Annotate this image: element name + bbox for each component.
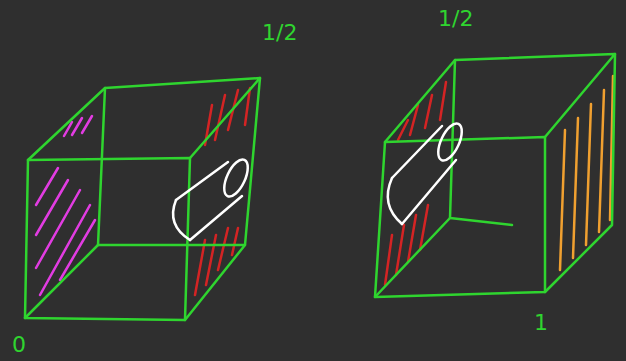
cube-edge bbox=[25, 245, 98, 318]
hatch-line bbox=[385, 235, 392, 285]
hatch-line bbox=[560, 130, 565, 270]
hatch-line bbox=[36, 180, 68, 235]
hatch-line bbox=[215, 95, 225, 140]
tube-connector bbox=[173, 120, 467, 240]
hatch-line bbox=[40, 205, 90, 295]
axis-label: 1/2 bbox=[438, 8, 473, 30]
tube-side bbox=[392, 126, 442, 178]
tube-end bbox=[219, 156, 252, 200]
cube-edge bbox=[28, 78, 260, 160]
hatch-line bbox=[573, 118, 578, 258]
cube-edge bbox=[375, 218, 450, 297]
tube-side bbox=[176, 162, 228, 200]
hatch-line bbox=[72, 118, 82, 135]
hatch-line bbox=[60, 220, 95, 280]
cube-edge bbox=[25, 158, 190, 320]
orange-hatching bbox=[560, 76, 613, 270]
tube-side bbox=[402, 160, 456, 224]
cube-edge bbox=[185, 78, 260, 320]
hatch-line bbox=[206, 235, 216, 285]
hatch-line bbox=[218, 228, 228, 270]
cube-edge bbox=[375, 137, 545, 297]
cube-edge bbox=[98, 88, 245, 245]
tube-end bbox=[388, 178, 402, 224]
hatch-line bbox=[599, 90, 604, 232]
cube-outline bbox=[375, 54, 615, 297]
hatch-line bbox=[440, 82, 446, 120]
tube-end bbox=[173, 200, 190, 240]
hatch-line bbox=[425, 95, 432, 128]
hatch-line bbox=[82, 116, 92, 133]
axis-label: 1 bbox=[534, 312, 548, 334]
hatch-line bbox=[586, 104, 591, 245]
hatch-line bbox=[232, 228, 238, 255]
cube-outline bbox=[25, 78, 260, 320]
hatch-line bbox=[195, 240, 205, 295]
tube-side bbox=[190, 196, 242, 240]
cube-edge bbox=[545, 54, 615, 292]
tube-end bbox=[433, 120, 466, 164]
axis-label: 0 bbox=[12, 334, 26, 356]
hatch-line bbox=[36, 168, 58, 205]
hatch-line bbox=[398, 120, 408, 140]
axis-label: 1/2 bbox=[262, 22, 297, 44]
cube-edge bbox=[385, 54, 615, 142]
